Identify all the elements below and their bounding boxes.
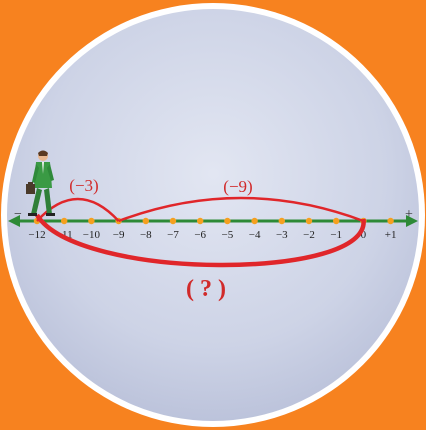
- tick-dot: [170, 218, 176, 224]
- tick-label: −6: [194, 229, 206, 241]
- tick-dot: [88, 218, 94, 224]
- tick-label: −8: [140, 229, 152, 241]
- tick-label: −10: [83, 229, 101, 241]
- tick-label: −12: [28, 229, 45, 241]
- tick-label: −3: [276, 229, 288, 241]
- jump-label-total: ( ? ): [186, 276, 226, 302]
- disc-background: [7, 9, 419, 421]
- tick-label: −2: [303, 229, 315, 241]
- tick-dot: [61, 218, 67, 224]
- tick-label: −5: [222, 229, 234, 241]
- tick-dot: [306, 218, 312, 224]
- tick-dot: [279, 218, 285, 224]
- tick-label: −1: [330, 229, 342, 241]
- tick-dot: [143, 218, 149, 224]
- tick-dot: [333, 218, 339, 224]
- jump-label-large: (−9): [223, 177, 252, 196]
- tick-label: +1: [385, 229, 397, 241]
- jump-label-small: (−3): [69, 176, 98, 195]
- tick-dot: [251, 218, 257, 224]
- tick-dot: [197, 218, 203, 224]
- tick-label: −9: [113, 229, 125, 241]
- tick-label: −7: [167, 229, 179, 241]
- negative-sign: −: [14, 207, 22, 222]
- positive-sign: +: [405, 207, 413, 222]
- tick-label: −4: [249, 229, 261, 241]
- tick-dot: [224, 218, 230, 224]
- tick-dot: [387, 218, 393, 224]
